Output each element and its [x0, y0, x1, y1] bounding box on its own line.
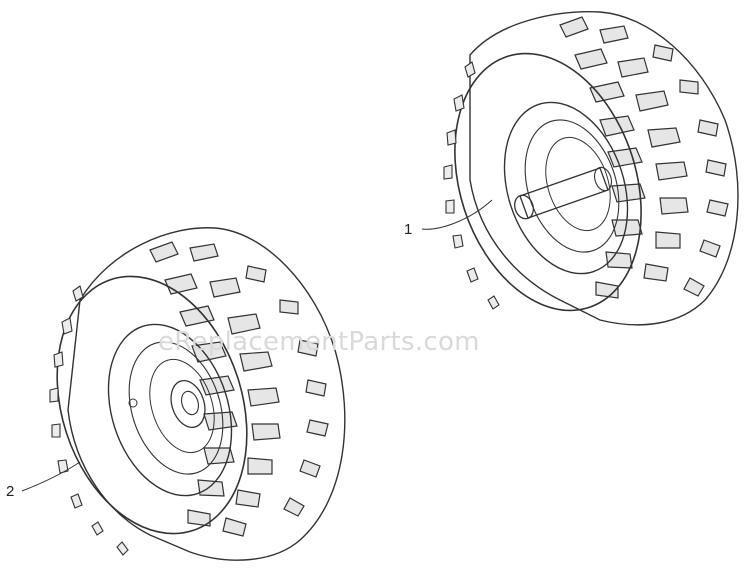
tread-wheel-1	[559, 16, 729, 299]
callout-label-2: 2	[6, 483, 14, 500]
axle-shaft	[514, 166, 613, 220]
callout-1: 1	[404, 199, 493, 238]
wheel-2	[49, 227, 346, 561]
callout-label-1: 1	[404, 221, 412, 238]
callout-2: 2	[6, 461, 81, 500]
wheel-1	[443, 11, 739, 326]
hub-wheel-2	[128, 379, 206, 429]
tread-wheel-2	[149, 241, 329, 537]
watermark: eReplacementParts.com	[158, 327, 480, 357]
